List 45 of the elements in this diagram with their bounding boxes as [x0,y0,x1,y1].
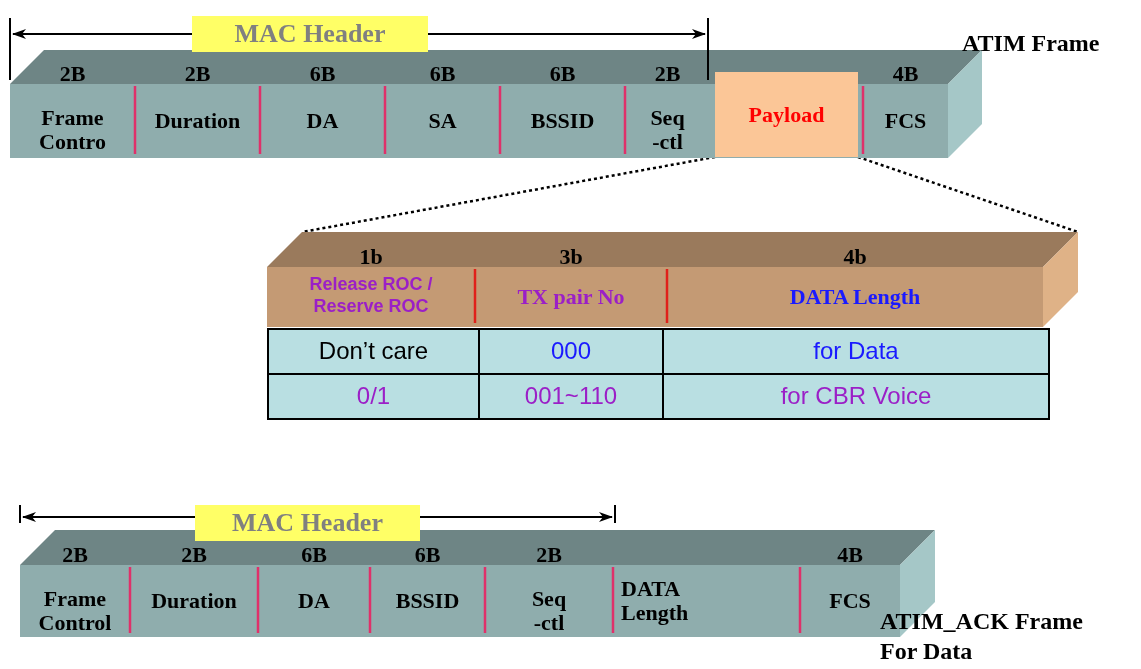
size-label: 4B [836,543,864,567]
size-label: 6B [300,543,328,567]
field-label: Duration [153,109,242,133]
size-label: 6B [308,62,337,86]
size-label: 2B [535,543,563,567]
frame-title: ATIM Frame [962,29,1101,58]
field-label: DATA Length [788,285,922,309]
table-cell: for Data [662,328,1050,375]
size-label: 1b [358,245,384,269]
size-label: 2B [653,62,682,86]
field-label: BSSID [394,589,461,613]
size-label: 4B [891,62,920,86]
table-cell: for CBR Voice [662,373,1050,420]
field-label: FCS [883,109,928,133]
field-label: SA [427,109,458,133]
field-label: BSSID [529,109,596,133]
table-cell: 000 [478,328,664,375]
field-label: Frame Contro [38,106,107,154]
table-cell: Don’t care [267,328,480,375]
field-label: FCS [828,589,872,613]
size-label: 2B [180,543,208,567]
frame-title: ATIM_ACK Frame For Data [880,607,1084,666]
field-label: DA [297,589,331,613]
size-label: 6B [428,62,457,86]
size-label: 3b [558,245,584,269]
field-label: DA [305,109,340,133]
field-label: DATA Length [621,577,690,625]
table-cell: 0/1 [267,373,480,420]
size-label: 4b [842,245,868,269]
field-label: Seq -ctl [649,106,686,154]
size-label: 2B [183,62,212,86]
header-label: MAC Header [192,16,428,52]
field-label: Frame Control [37,587,113,635]
size-label: 6B [413,543,442,567]
field-label: Seq -ctl [530,587,568,635]
payload-field [715,72,858,157]
field-label: TX pair No [516,285,626,309]
table-cell: 001~110 [478,373,664,420]
size-label: 2B [61,543,89,567]
field-label: Payload [747,102,826,127]
size-label: 2B [58,62,87,86]
field-label: Release ROC / Reserve ROC [308,273,434,317]
field-label: Duration [150,589,238,613]
header-label: MAC Header [195,505,420,541]
size-label: 6B [548,62,577,86]
